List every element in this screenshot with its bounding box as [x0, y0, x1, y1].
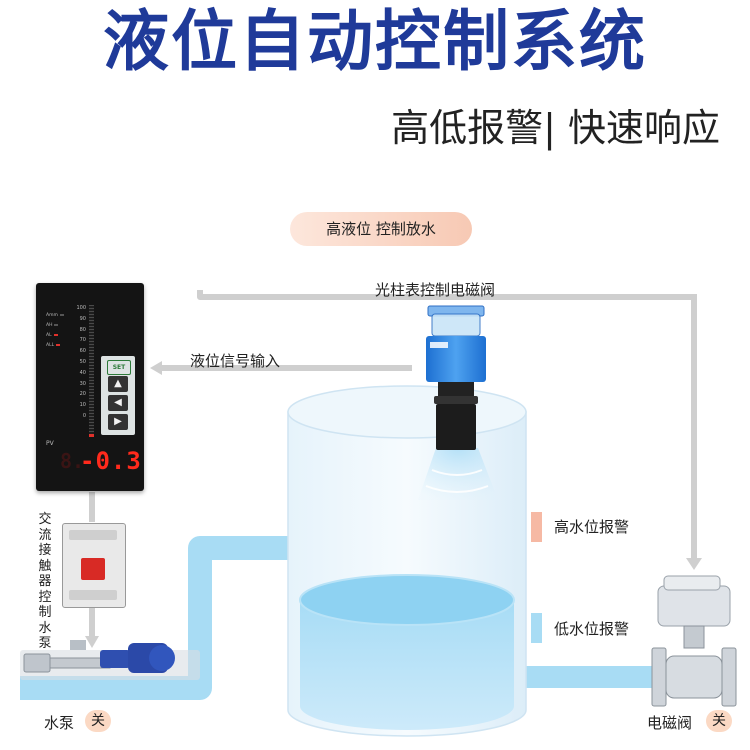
high-alarm-label: 高水位报警 — [554, 518, 630, 536]
valve-label: 电磁阀 — [647, 714, 693, 732]
low-alarm-label: 低水位报警 — [554, 620, 630, 638]
water-tank — [287, 385, 527, 737]
level-readout: -0.3 — [80, 447, 142, 475]
low-alarm-marker — [531, 613, 542, 643]
left-button[interactable]: ◀ — [108, 395, 128, 411]
contactor-terminals-bottom — [69, 590, 117, 600]
up-button[interactable]: ▲ — [108, 376, 128, 392]
ac-contactor — [62, 523, 126, 608]
set-button[interactable]: SET — [107, 360, 131, 375]
control-wire — [197, 290, 702, 570]
high-level-drain-badge: 高液位 控制放水 — [290, 212, 472, 246]
right-button[interactable]: ▶ — [108, 414, 128, 430]
beam-arcs — [425, 469, 489, 493]
unlit-digits: 8. — [60, 449, 85, 473]
solenoid-control-label: 光柱表控制电磁阀 — [375, 281, 496, 299]
contactor-terminals — [69, 530, 117, 540]
bar-scale: 100 90 80 70 60 50 40 30 20 10 0 — [76, 305, 86, 419]
page-subtitle: 高低报警| 快速响应 — [391, 106, 720, 150]
signal-wire — [150, 361, 412, 375]
indicator-all: ALL — [46, 343, 61, 348]
pv-label: PV — [46, 440, 54, 447]
pump-label: 水泵 — [44, 714, 75, 732]
signal-input-label: 液位信号输入 — [190, 352, 281, 370]
high-alarm-marker — [531, 512, 542, 542]
indicator-al: AL — [46, 333, 58, 338]
screw-pump — [20, 640, 200, 680]
indicator-ah: AH — [46, 323, 59, 328]
solenoid-valve — [651, 575, 737, 707]
level-sensor — [426, 305, 486, 450]
level-bar-fill — [89, 434, 94, 437]
indicator-amm: Amm — [46, 313, 64, 318]
contactor-wire — [85, 492, 99, 648]
pump-state-badge: 关 — [85, 710, 111, 732]
page-title: 液位自动控制系统 — [103, 3, 647, 80]
level-bar-graph — [89, 305, 94, 437]
contactor-indicator — [81, 558, 105, 580]
contactor-label: 交流接触器控制水泵 — [38, 512, 52, 651]
valve-state-badge: 关 — [706, 710, 732, 732]
